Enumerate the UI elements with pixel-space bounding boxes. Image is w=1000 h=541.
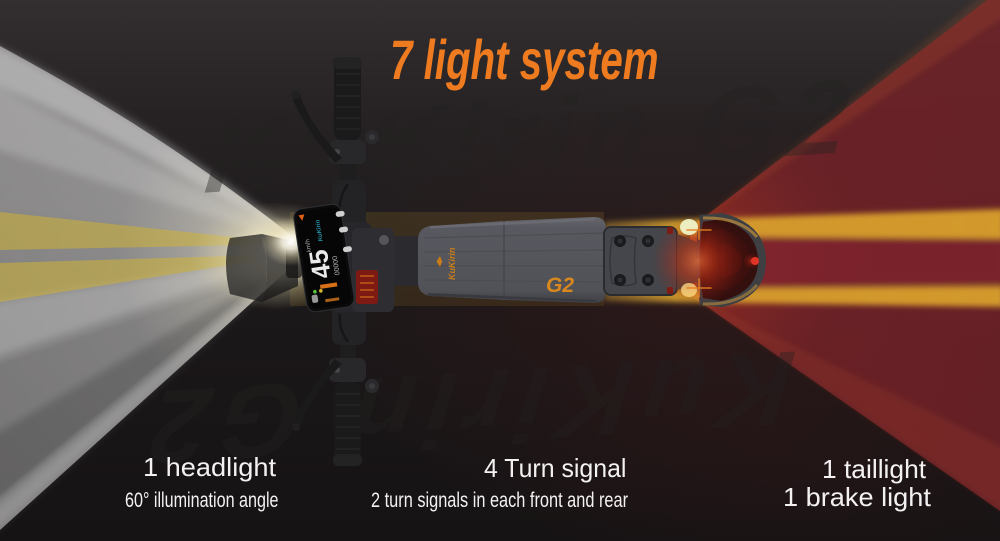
svg-text:KuKirin: KuKirin <box>315 219 324 242</box>
svg-text:45: 45 <box>303 248 337 281</box>
svg-text:G2: G2 <box>546 274 574 297</box>
svg-text:00000: 00000 <box>332 255 342 275</box>
svg-text:km/h: km/h <box>305 239 313 253</box>
svg-text:KuKirin: KuKirin <box>447 247 457 280</box>
